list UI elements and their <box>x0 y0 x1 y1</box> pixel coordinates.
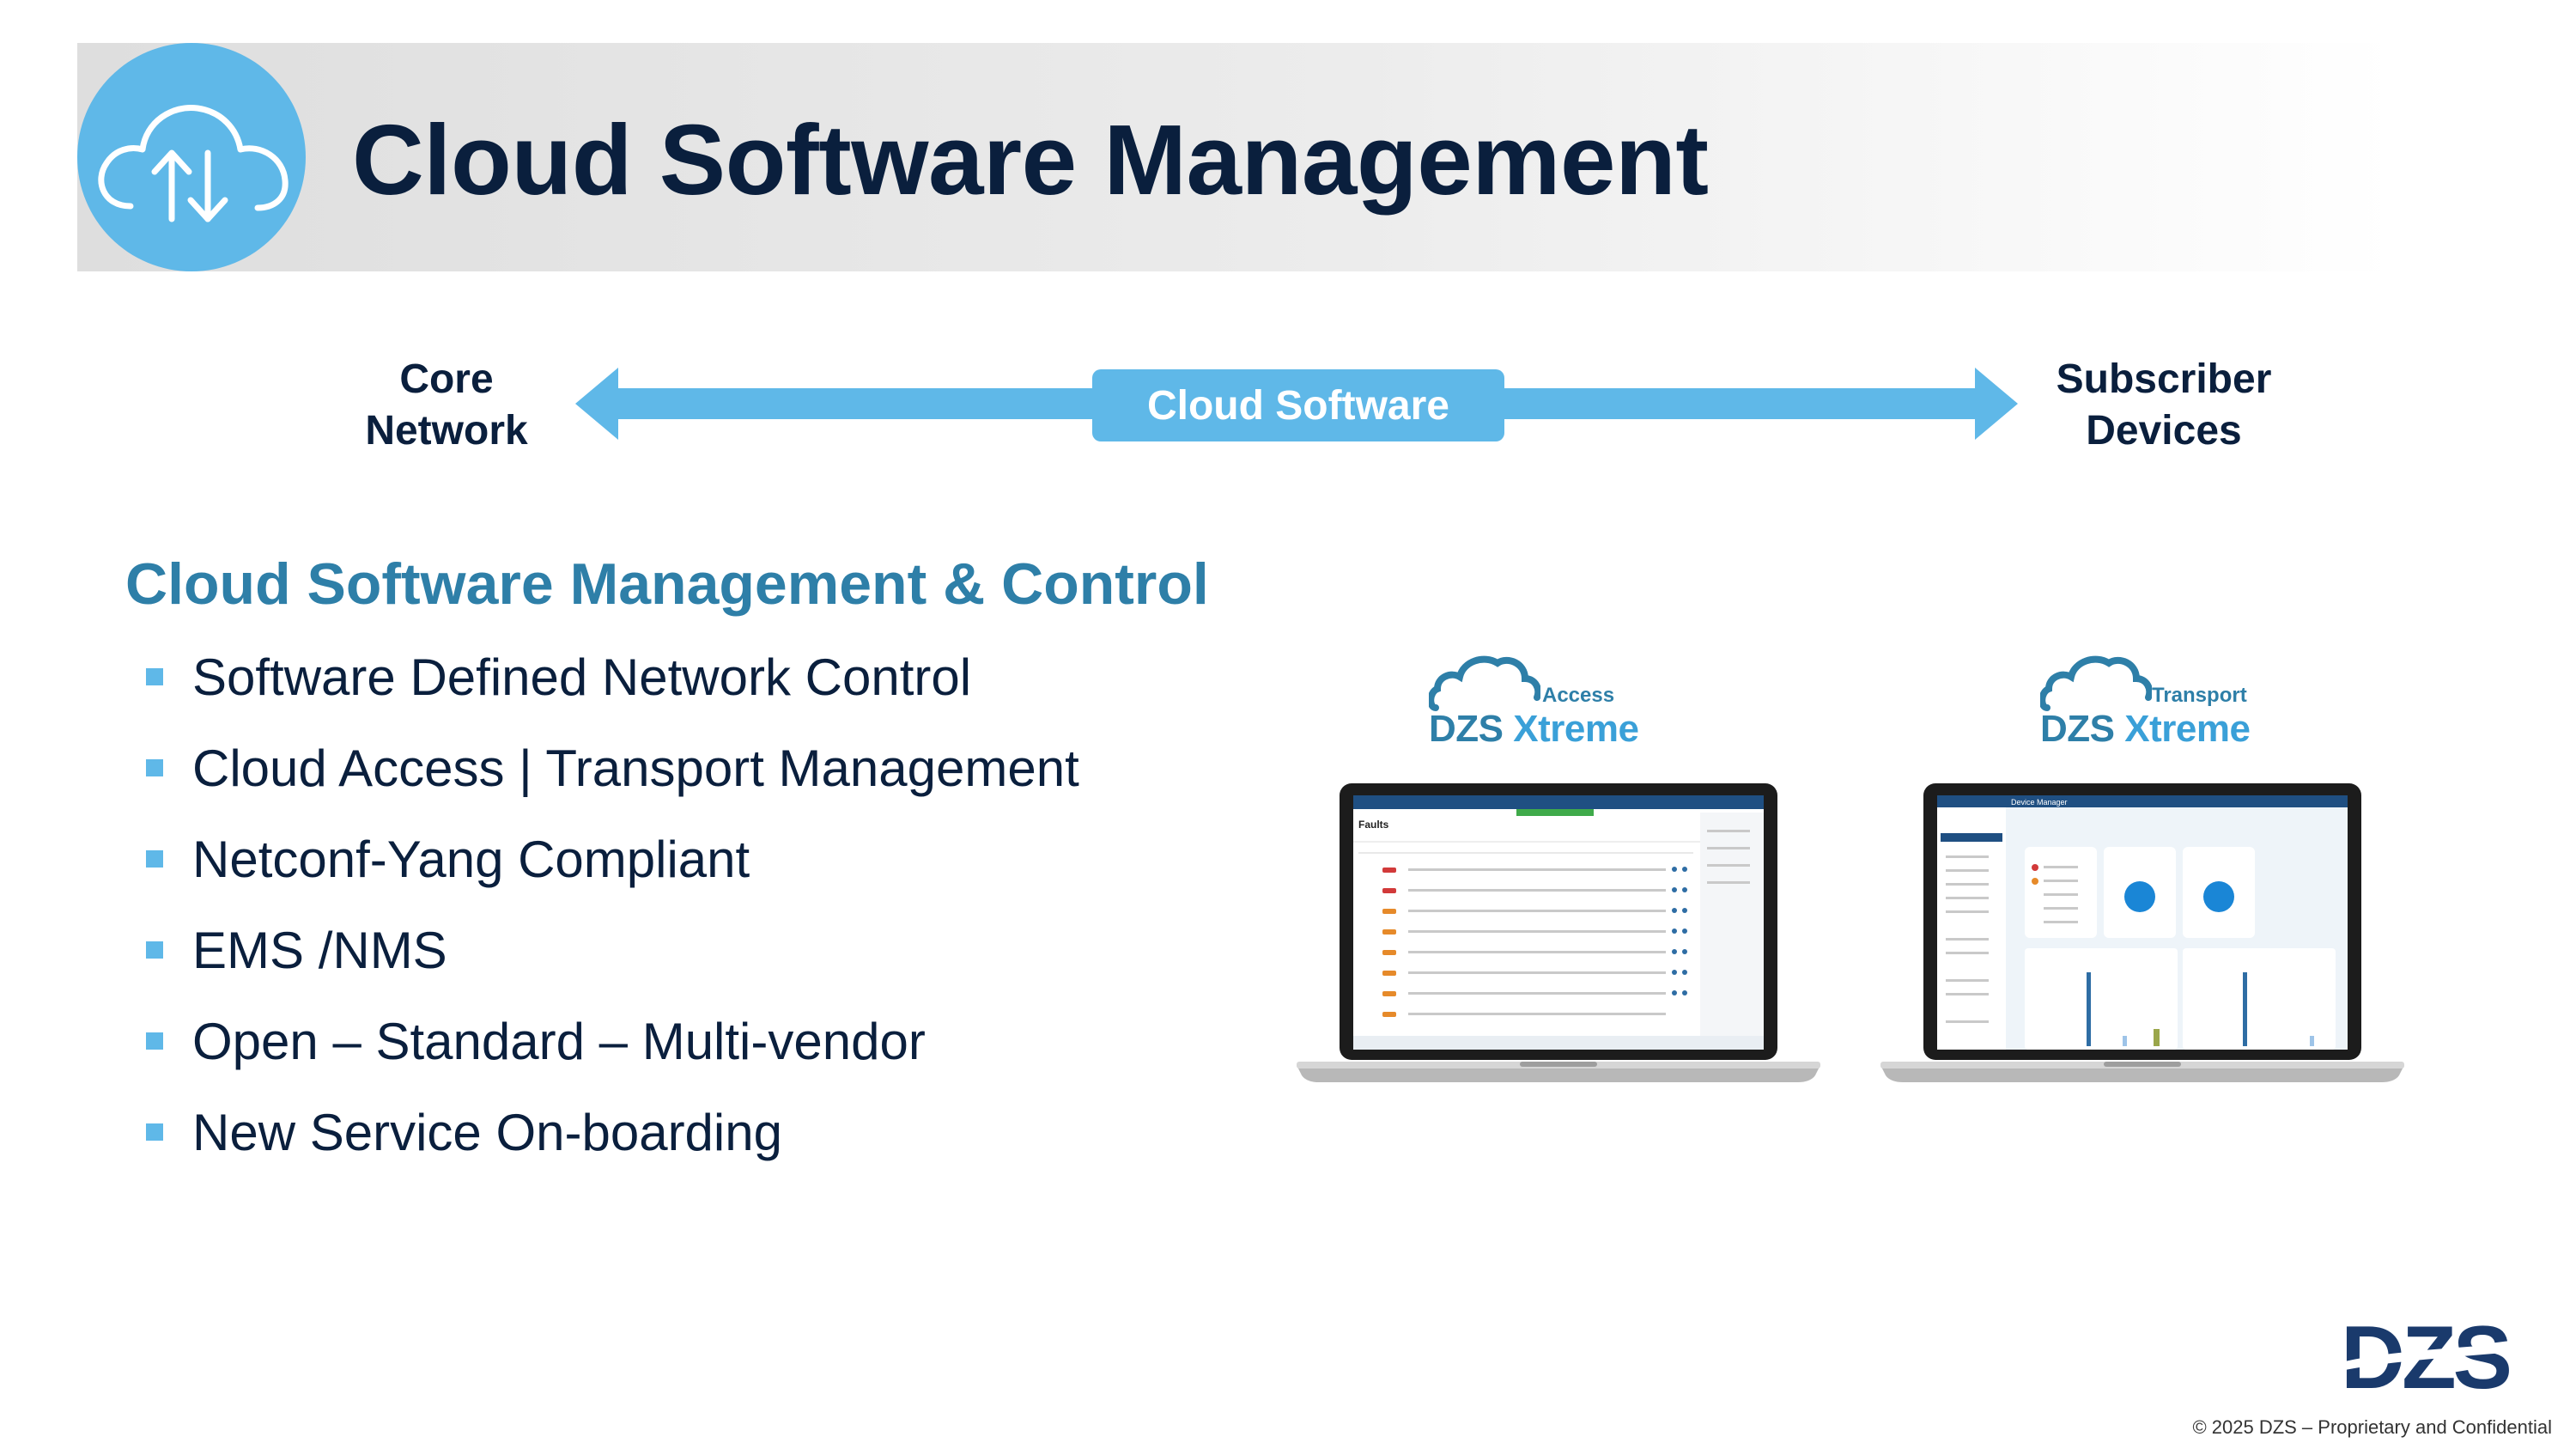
bullet-item: New Service On-boarding <box>146 1101 1079 1192</box>
title-band <box>77 43 2396 271</box>
subscriber-devices-label-line1: Subscriber <box>2056 356 2272 402</box>
core-network-label-line1: Core <box>399 356 494 402</box>
brand-dzs: DZS <box>1429 708 1504 750</box>
transport-subtitle: Transport <box>2152 684 2247 707</box>
access-subtitle: Access <box>1542 684 1615 707</box>
core-network-label: Core Network <box>326 354 567 457</box>
cloud-icon <box>1429 655 1540 711</box>
dzs-xtreme-access-logo: Access DZS Xtreme <box>1429 651 1669 754</box>
transport-brand: DZS Xtreme <box>2040 708 2251 751</box>
bullet-item: Software Defined Network Control <box>146 646 1079 737</box>
dzs-logo: DZS <box>2341 1314 2547 1397</box>
cloud-upload-download-icon <box>98 105 289 222</box>
bullet-item: Cloud Access | Transport Management <box>146 737 1079 828</box>
core-network-label-line2: Network <box>365 408 528 454</box>
bullet-item: Netconf-Yang Compliant <box>146 828 1079 919</box>
brand-xtreme: Xtreme <box>1513 708 1639 750</box>
brand-dzs: DZS <box>2040 708 2115 750</box>
laptop-screen-title: Device Manager <box>2011 798 2068 807</box>
bullet-list: Software Defined Network Control Cloud A… <box>146 646 1079 1192</box>
dzs-xtreme-transport-logo: Transport DZS Xtreme <box>2040 651 2281 754</box>
subscriber-devices-label-line2: Devices <box>2086 408 2242 454</box>
access-brand: DZS Xtreme <box>1429 708 1639 751</box>
footer-copyright: © 2025 DZS – Proprietary and Confidentia… <box>2192 1416 2552 1438</box>
section-heading: Cloud Software Management & Control <box>125 551 1209 617</box>
laptop-access-faults: Faults <box>1297 783 1820 1082</box>
cloud-software-label: Cloud Software <box>1092 369 1504 441</box>
subscriber-devices-label: Subscriber Devices <box>2018 354 2310 457</box>
bullet-item: Open – Standard – Multi-vendor <box>146 1010 1079 1101</box>
laptop-screen-title: Faults <box>1358 819 1389 831</box>
bullet-item: EMS /NMS <box>146 919 1079 1010</box>
page-title: Cloud Software Management <box>352 104 1709 216</box>
laptop-transport-device-manager: Device Manager <box>1880 783 2404 1082</box>
brand-xtreme: Xtreme <box>2124 708 2251 750</box>
cloud-icon <box>2040 655 2152 711</box>
title-icon-circle <box>77 43 306 271</box>
